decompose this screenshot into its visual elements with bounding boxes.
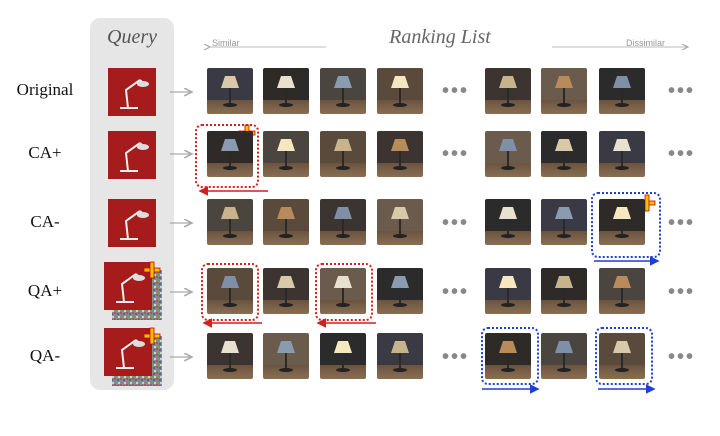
lamp-thumbnail (485, 268, 531, 314)
lamp-thumbnail (541, 131, 587, 177)
lamp-thumbnail (541, 199, 587, 245)
dissimilar-label: Dissimilar (626, 38, 665, 48)
lamp-thumbnail (377, 68, 423, 114)
row-label-ca-plus: CA+ (28, 143, 62, 162)
ellipsis: ••• (442, 212, 470, 234)
row-label-original: Original (16, 80, 74, 99)
row-label-qa-plus: QA+ (27, 281, 63, 300)
lamp-thumbnail (599, 131, 645, 177)
lamp-thumbnail (485, 199, 531, 245)
similar-label: Similar (212, 38, 240, 48)
ranking-list-title: Ranking List (389, 26, 491, 48)
lamp-thumbnail (599, 68, 645, 114)
ellipsis: ••• (668, 212, 696, 234)
lamp-thumbnail (320, 199, 366, 245)
lamp-thumbnail (541, 268, 587, 314)
lamp-thumbnail (320, 131, 366, 177)
lamp-thumbnail (599, 333, 645, 379)
lamp-thumbnail (599, 268, 645, 314)
ellipsis: ••• (668, 346, 696, 368)
lamp-thumbnail (377, 131, 423, 177)
lamp-thumbnail (263, 268, 309, 314)
lamp-thumbnail (263, 333, 309, 379)
lamp-thumbnail (541, 333, 587, 379)
ellipsis: ••• (442, 143, 470, 165)
lamp-thumbnail (207, 268, 253, 314)
lamp-thumbnail (377, 268, 423, 314)
query-thumbnails (104, 68, 162, 386)
lamp-thumbnail (263, 199, 309, 245)
ellipsis: ••• (442, 281, 470, 303)
row-label-qa-minus: QA- (29, 346, 61, 365)
ellipsis: ••• (442, 346, 470, 368)
ellipsis: ••• (442, 80, 470, 102)
ellipsis: ••• (668, 80, 696, 102)
lamp-thumbnail (207, 131, 253, 177)
ellipsis: ••• (668, 281, 696, 303)
lamp-thumbnail (320, 268, 366, 314)
lamp-thumbnail (485, 68, 531, 114)
lamp-thumbnail (263, 131, 309, 177)
ellipsis: ••• (668, 143, 696, 165)
highlight-boxes (195, 124, 661, 385)
lamp-thumbnail (320, 68, 366, 114)
lamp-thumbnail (485, 333, 531, 379)
lamp-thumbnail (320, 333, 366, 379)
lamp-thumbnail (263, 68, 309, 114)
query-title: Query (107, 26, 157, 48)
lamp-thumbnail (377, 199, 423, 245)
lamp-thumbnail (377, 333, 423, 379)
row-arrows (170, 92, 192, 357)
shift-arrows (198, 186, 660, 394)
row-label-ca-minus: CA- (30, 212, 60, 231)
lamp-thumbnail (541, 68, 587, 114)
lamp-thumbnail (485, 131, 531, 177)
lamp-thumbnail (207, 333, 253, 379)
lamp-thumbnail (207, 199, 253, 245)
lamp-thumbnail (599, 199, 645, 245)
lamp-thumbnail (207, 68, 253, 114)
